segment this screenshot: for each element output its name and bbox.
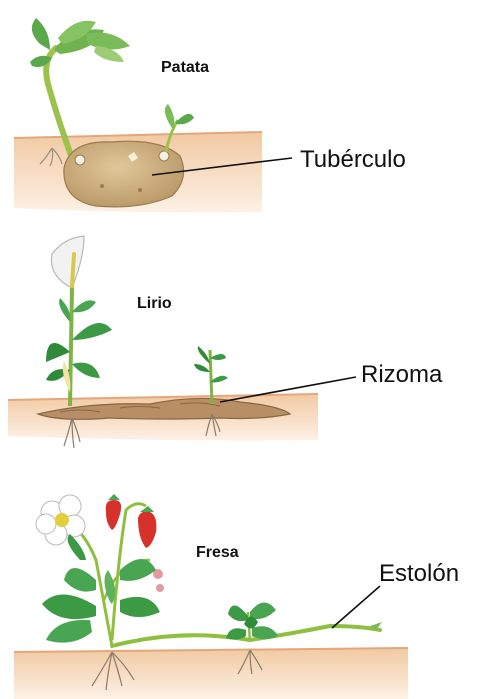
iris-illustration xyxy=(8,236,356,448)
strawberry-title: Fresa xyxy=(196,544,239,562)
tuber-label: Tubérculo xyxy=(300,146,406,174)
strawberry-soil xyxy=(14,648,408,699)
strawberry-illustration xyxy=(14,494,408,699)
strawberry-fruit xyxy=(106,500,121,530)
potato-title: Patata xyxy=(161,59,209,77)
strawberry-flower xyxy=(36,495,85,545)
rhizome-label: Rizoma xyxy=(361,361,442,389)
iris-flower xyxy=(51,236,84,288)
stolon-label: Estolón xyxy=(379,560,459,588)
iris-title: Lirio xyxy=(137,295,172,313)
potato-illustration xyxy=(14,18,292,213)
